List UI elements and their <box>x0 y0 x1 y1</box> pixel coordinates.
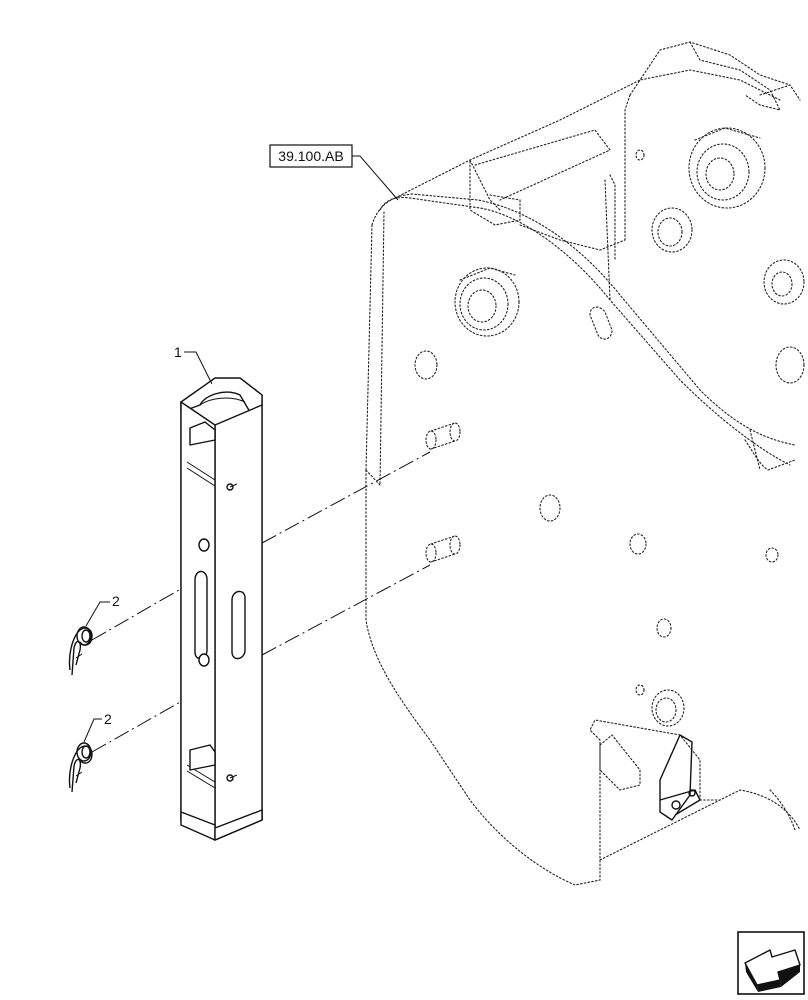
frame-assembly <box>365 41 805 886</box>
reference-label: 39.100.AB <box>278 148 343 164</box>
item-2-upper-label: 2 <box>112 593 120 609</box>
item-1-label: 1 <box>174 344 182 360</box>
frame-pin-lower <box>425 535 461 563</box>
frame-pin-upper <box>425 422 461 450</box>
callout-item-2-lower: 2 <box>83 711 112 743</box>
part-2-hairpin-clip-upper <box>68 626 93 676</box>
continuation-arrow-icon[interactable] <box>737 931 805 995</box>
part-2-hairpin-clip-lower <box>68 742 93 793</box>
part-1-channel-bracket <box>180 377 263 841</box>
callout-reference-39-100-ab[interactable]: 39.100.AB <box>269 144 399 201</box>
callout-item-1: 1 <box>174 344 213 385</box>
item-2-lower-label: 2 <box>104 711 112 727</box>
callout-item-2-upper: 2 <box>85 593 120 627</box>
